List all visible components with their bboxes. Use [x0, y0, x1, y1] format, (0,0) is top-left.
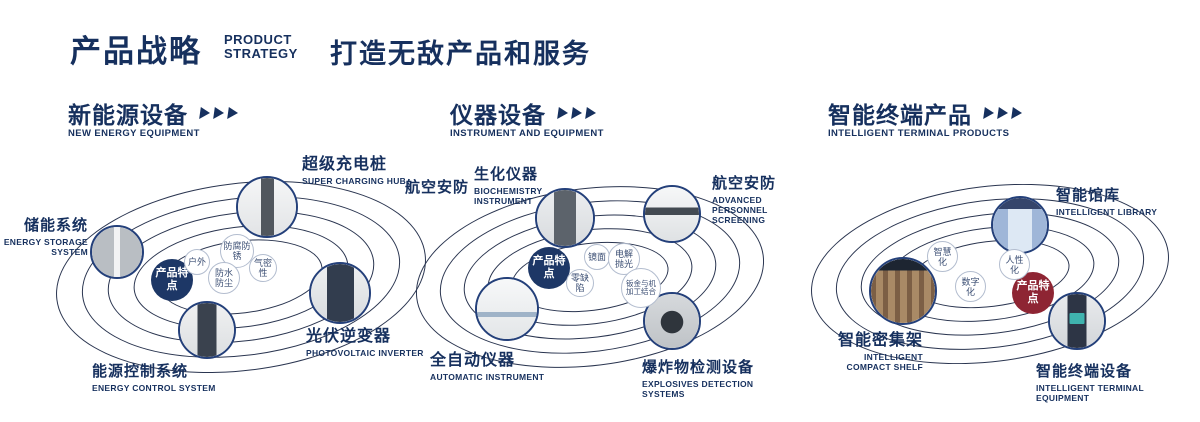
- node-intelligent-terminal: [1048, 292, 1106, 350]
- label-zh: 储能系统: [23, 217, 88, 234]
- section-title-text: 智能终端产品: [828, 102, 972, 128]
- label-en: INTELLIGENT COMPACT SHELF: [846, 352, 923, 372]
- feature-bubble: 钣金与机加工结合: [621, 268, 661, 308]
- arrow-triangle: [557, 107, 569, 119]
- feature-bubble: 户外: [184, 249, 210, 275]
- section-title-instruments: 仪器设备: [450, 96, 597, 130]
- triple-arrow-icon: [557, 107, 597, 119]
- personnel-screening-image: [645, 187, 699, 241]
- label-en: ADVANCED PERSONNEL SCREENING: [712, 195, 768, 225]
- label-zh: 全自动仪器: [430, 352, 516, 369]
- feature-bubble: 零缺陷: [566, 269, 594, 297]
- label-en: BIOCHEMISTRY INSTRUMENT: [474, 186, 543, 206]
- feature-bubble: 智慧化: [927, 241, 958, 272]
- intelligent-terminal-image: [1050, 294, 1104, 348]
- label-intelligent-compact-shelf: 智能密集架 INTELLIGENT COMPACT SHELF: [825, 326, 923, 372]
- node-super-charging-hub: [236, 176, 298, 238]
- label-zh: 爆炸物检测设备: [642, 359, 755, 376]
- node-personnel-screening: [643, 185, 701, 243]
- pv-inverter-image: [311, 264, 369, 322]
- label-zh: 能源控制系统: [92, 363, 189, 380]
- triple-arrow-icon: [983, 107, 1023, 119]
- arrow-triangle: [213, 107, 225, 119]
- automatic-instrument-image: [477, 279, 537, 339]
- node-intelligent-library: [991, 196, 1049, 254]
- section-subtitle-intelligent: INTELLIGENT TERMINAL PRODUCTS: [828, 128, 1010, 139]
- label-zh: 光伏逆变器: [306, 328, 392, 345]
- label-en: PHOTOVOLTAIC INVERTER: [306, 348, 424, 358]
- arrow-triangle: [199, 107, 211, 119]
- intelligent-compact-shelf-image: [871, 259, 935, 323]
- tagline: 打造无敌产品和服务: [330, 39, 591, 69]
- arrow-triangle: [983, 107, 995, 119]
- label-zh: 智能密集架: [837, 332, 923, 349]
- energy-control-image: [180, 303, 234, 357]
- intelligent-library-image: [993, 198, 1047, 252]
- section-title-text: 新能源设备: [68, 102, 188, 128]
- node-energy-storage: [90, 225, 144, 279]
- node-pv-inverter: [309, 262, 371, 324]
- feature-bubble: 防水防尘: [208, 262, 240, 294]
- label-energy-storage: 储能系统 ENERGY STORAGE SYSTEM: [2, 214, 88, 257]
- label-energy-control: 能源控制系统 ENERGY CONTROL SYSTEM: [92, 360, 222, 393]
- arrow-triangle: [227, 107, 239, 119]
- triple-arrow-icon: [199, 107, 239, 119]
- label-intelligent-library: 智能馆库 INTELLIGENT LIBRARY: [1056, 184, 1176, 217]
- label-zh: 智能终端设备: [1036, 363, 1133, 380]
- node-intelligent-compact-shelf: [869, 257, 937, 325]
- label-super-charging-hub: 超级充电桩 SUPER CHARGING HUB: [302, 150, 422, 186]
- label-en: EXPLOSIVES DETECTION SYSTEMS: [642, 379, 754, 399]
- label-en: SUPER CHARGING HUB: [302, 176, 407, 186]
- feature-bubble: 人性化: [999, 249, 1030, 280]
- arrow-triangle: [1011, 107, 1023, 119]
- energy-storage-image: [92, 227, 142, 277]
- page-title: 产品战略: [70, 34, 202, 69]
- label-intelligent-terminal: 智能终端设备 INTELLIGENT TERMINAL EQUIPMENT: [1036, 360, 1191, 403]
- label-biochem-instrument: 生化仪器 BIOCHEMISTRY INSTRUMENT: [474, 163, 558, 206]
- feature-bubble: 数字化: [955, 271, 986, 302]
- feature-bubble: 镜面: [584, 244, 610, 270]
- node-automatic-instrument: [475, 277, 539, 341]
- label-zh: 超级充电桩: [302, 156, 388, 173]
- subtitle-line-2: STRATEGY: [224, 46, 298, 61]
- arrow-triangle: [585, 107, 597, 119]
- section-subtitle-new-energy: NEW ENERGY EQUIPMENT: [68, 128, 200, 139]
- arrow-triangle: [997, 107, 1009, 119]
- super-charging-hub-image: [238, 178, 296, 236]
- biochem-instrument-image: [537, 190, 593, 246]
- label-en: ENERGY CONTROL SYSTEM: [92, 383, 216, 393]
- section-title-intelligent: 智能终端产品: [828, 96, 1023, 130]
- node-biochem-instrument: [535, 188, 595, 248]
- label-en: ENERGY STORAGE SYSTEM: [3, 237, 88, 257]
- node-energy-control: [178, 301, 236, 359]
- label-explosives-detection: 爆炸物检测设备 EXPLOSIVES DETECTION SYSTEMS: [642, 356, 797, 399]
- subtitle-line-1: PRODUCT: [224, 32, 292, 47]
- label-en: AUTOMATIC INSTRUMENT: [430, 372, 545, 382]
- terminal-screen: [1069, 313, 1085, 325]
- label-personnel-screening: 航空安防 ADVANCED PERSONNEL SCREENING: [712, 172, 812, 225]
- label-pv-inverter: 光伏逆变器 PHOTOVOLTAIC INVERTER: [306, 322, 431, 358]
- label-zh: 智能馆库: [1056, 187, 1121, 204]
- label-automatic-instrument: 全自动仪器 AUTOMATIC INSTRUMENT: [430, 346, 560, 382]
- section-title-new-energy: 新能源设备: [68, 96, 239, 130]
- section-title-text: 仪器设备: [450, 102, 546, 128]
- label-en: INTELLIGENT TERMINAL EQUIPMENT: [1036, 383, 1144, 403]
- page-subtitle: PRODUCT STRATEGY: [224, 33, 298, 61]
- label-zh: 航空安防: [712, 175, 777, 192]
- badge-product-features-2: 产品特点: [528, 247, 570, 289]
- label-en: INTELLIGENT LIBRARY: [1056, 207, 1158, 217]
- label-zh: 生化仪器: [474, 166, 539, 183]
- arrow-triangle: [571, 107, 583, 119]
- feature-bubble: 气密性: [249, 254, 277, 282]
- section-subtitle-instruments: INSTRUMENT AND EQUIPMENT: [450, 128, 604, 139]
- label-aviation-security-extra: 航空安防: [405, 179, 470, 196]
